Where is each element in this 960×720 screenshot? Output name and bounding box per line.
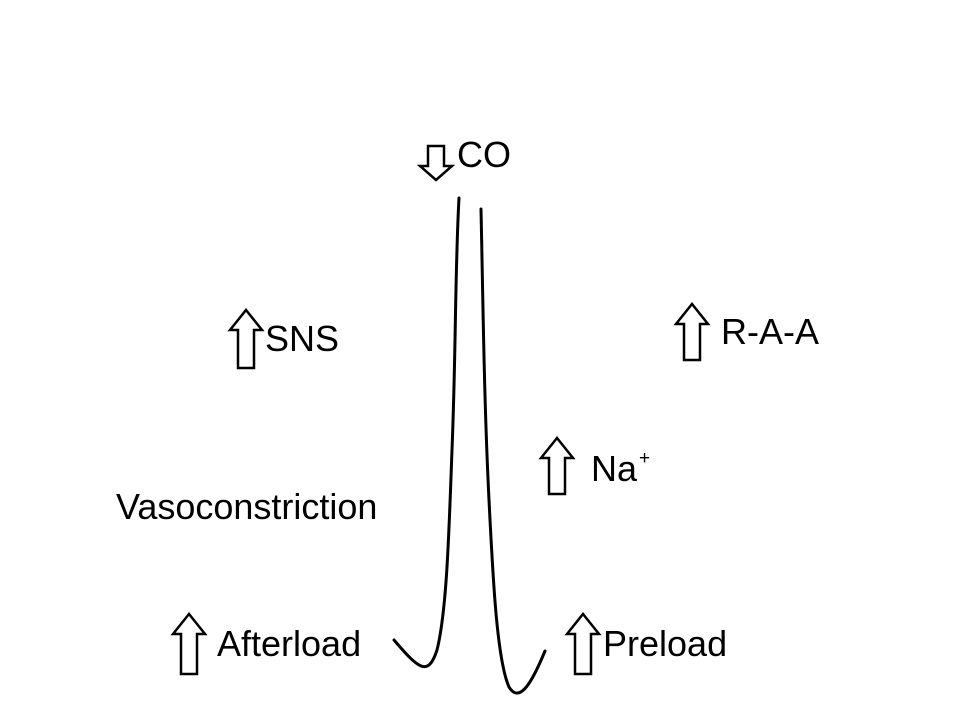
vasoconstriction-label: Vasoconstriction xyxy=(116,486,378,527)
co-down-arrow-icon xyxy=(416,144,456,182)
sodium-label-text: Na xyxy=(591,448,638,489)
raa-up-arrow-icon xyxy=(673,301,711,362)
afterload-label: Afterload xyxy=(217,623,362,664)
preload-up-arrow-icon xyxy=(564,611,602,676)
na-up-arrow-icon xyxy=(538,435,576,496)
sodium-charge-superscript: + xyxy=(639,448,651,469)
preload-label: Preload xyxy=(603,623,728,664)
sns-up-arrow-icon xyxy=(227,307,265,370)
afterload-up-arrow-icon xyxy=(170,611,208,676)
co-label: CO xyxy=(457,134,511,175)
sns-label: SNS xyxy=(265,318,340,359)
left-cycle-curve xyxy=(392,196,461,669)
right-cycle-curve xyxy=(479,207,547,695)
raa-label: R-A-A xyxy=(721,311,819,352)
sodium-label: Na+ xyxy=(591,448,651,489)
